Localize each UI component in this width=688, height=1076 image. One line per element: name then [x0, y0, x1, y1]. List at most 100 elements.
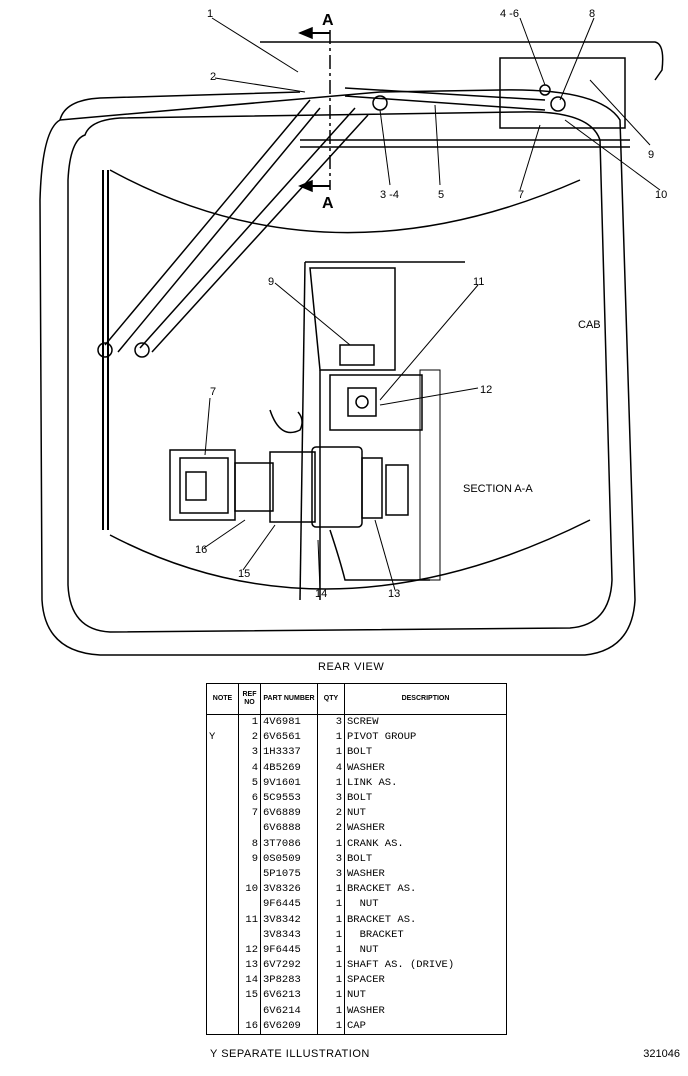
cell-ref: 13 [238, 958, 261, 974]
cell-desc: NUT [344, 806, 507, 822]
cell-qty: 1 [317, 973, 345, 989]
cell-ref: 16 [238, 1018, 261, 1035]
view-title: REAR VIEW [318, 661, 385, 673]
crank-cap [169, 449, 236, 521]
cell-desc: CRANK AS. [344, 836, 507, 852]
cell-desc: CAP [344, 1018, 507, 1035]
cell-ref: 5 [238, 775, 261, 791]
cell-note [206, 821, 239, 837]
callout-7-top: 7 [518, 189, 524, 201]
cell-qty: 2 [317, 821, 345, 837]
callout-15: 15 [238, 568, 250, 580]
cell-ref: 8 [238, 836, 261, 852]
cell-ref: 15 [238, 988, 261, 1004]
cell-pn: 3V8342 [260, 912, 318, 928]
cell-qty: 1 [317, 745, 345, 761]
cell-desc: BOLT [344, 745, 507, 761]
cell-note [206, 790, 239, 807]
cell-pn: 9F6445 [260, 942, 318, 958]
cell-pn: 1H3337 [260, 745, 318, 761]
cell-ref: 11 [238, 912, 261, 928]
cell-desc: WASHER [344, 866, 507, 883]
section-marker-top: A [322, 12, 334, 29]
cell-pn: 4B5269 [260, 760, 318, 776]
section-bracket [305, 261, 465, 371]
cell-qty: 1 [317, 942, 345, 958]
cell-note [206, 806, 239, 822]
cell-desc: NUT [344, 897, 507, 913]
cell-note [206, 958, 239, 974]
callout-14: 14 [315, 588, 327, 600]
cell-desc: SPACER [344, 973, 507, 989]
motor-bracket [499, 57, 626, 129]
header-description: DESCRIPTION [344, 683, 507, 715]
cell-ref [238, 1003, 261, 1019]
cell-desc: BOLT [344, 851, 507, 867]
callout-10: 10 [655, 189, 667, 201]
callout-9-section: 9 [268, 276, 274, 288]
cell-note [206, 836, 239, 852]
cell-ref: 3 [238, 745, 261, 761]
wiper-arm-2 [139, 107, 369, 353]
cell-ref: 14 [238, 973, 261, 989]
cell-pn: 6V6889 [260, 806, 318, 822]
cell-note [206, 988, 239, 1004]
cab-label: CAB [578, 319, 601, 331]
cell-pn: 0S0509 [260, 851, 318, 867]
section-marker-bottom: A [322, 195, 334, 212]
header-part-number: PART NUMBER [260, 683, 318, 715]
cell-ref: 10 [238, 882, 261, 898]
cell-pn: 3P8283 [260, 973, 318, 989]
cell-desc: NUT [344, 988, 507, 1004]
cell-note [206, 912, 239, 928]
callout-11: 11 [473, 276, 484, 288]
cell-ref: 12 [238, 942, 261, 958]
link-rod [344, 87, 546, 111]
cell-ref: 6 [238, 790, 261, 807]
cab-outline-inner [67, 111, 613, 633]
exploded-view-drawing: 1 2 3 -4 4 -6 5 7 8 9 10 9 11 12 7 16 15… [39, 8, 667, 656]
callout-13: 13 [388, 588, 400, 600]
header-note: NOTE [206, 683, 239, 715]
cell-pn: 3V8343 [260, 927, 318, 943]
cell-desc: BOLT [344, 790, 507, 807]
footnote: Y SEPARATE ILLUSTRATION [210, 1048, 370, 1060]
cell-pn: 6V7292 [260, 958, 318, 974]
cell-qty: 3 [317, 714, 345, 731]
cell-qty: 1 [317, 1003, 345, 1019]
cell-pn: 5C9553 [260, 790, 318, 807]
cell-qty: 1 [317, 988, 345, 1004]
cell-pn: 3V8326 [260, 882, 318, 898]
parts-table-header: NOTE REF NO PART NUMBER QTY DESCRIPTION [206, 683, 507, 715]
cell-desc: LINK AS. [344, 775, 507, 791]
cell-desc: SHAFT AS. (DRIVE) [344, 958, 507, 974]
cell-ref: 1 [238, 714, 261, 731]
cell-qty: 4 [317, 760, 345, 776]
callout-5: 5 [438, 189, 444, 201]
cell-pn: 6V6213 [260, 988, 318, 1004]
cell-note [206, 1003, 239, 1019]
cell-qty: 1 [317, 927, 345, 943]
cell-qty: 2 [317, 806, 345, 822]
wiper-arm-1 [104, 99, 321, 353]
cell-ref [238, 821, 261, 837]
parts-table: NOTE REF NO PART NUMBER QTY DESCRIPTION … [206, 683, 507, 1035]
cell-pn: 6V6214 [260, 1003, 318, 1019]
cell-note [206, 714, 239, 731]
cell-qty: 3 [317, 851, 345, 867]
cell-ref [238, 927, 261, 943]
cell-note [206, 973, 239, 989]
cell-pn: 6V6888 [260, 821, 318, 837]
callout-4-6: 4 -6 [500, 8, 519, 20]
cell-qty: 1 [317, 730, 345, 746]
cell-desc: BRACKET AS. [344, 882, 507, 898]
wipe-pattern-arc [109, 169, 581, 234]
